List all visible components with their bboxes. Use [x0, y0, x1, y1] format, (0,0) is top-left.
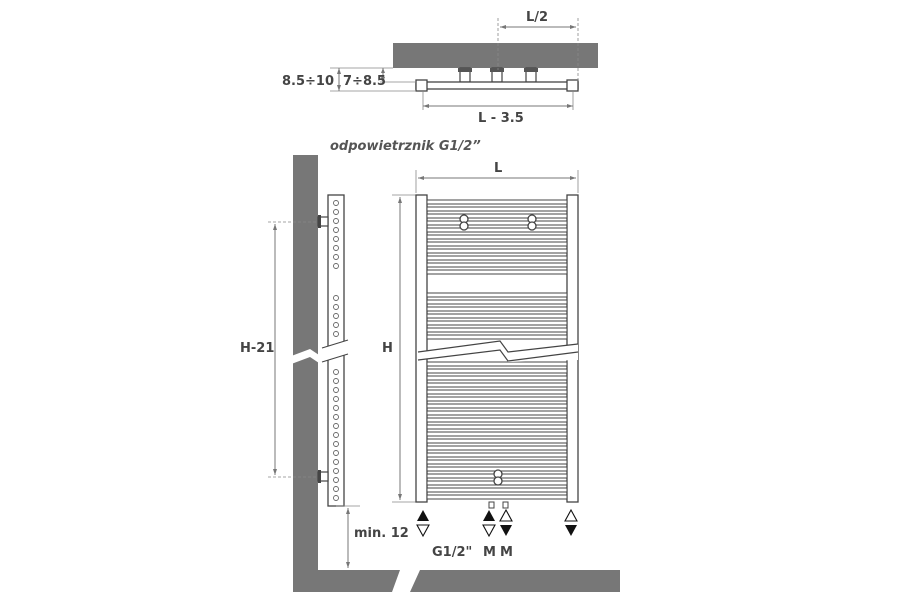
- connection-nipple-left: [488, 501, 495, 509]
- front-view: L H: [382, 161, 579, 509]
- top-collector-right: [566, 79, 579, 92]
- triangle-outline-up-icon: [564, 508, 578, 522]
- connection-thread-label: G1/2": [432, 545, 472, 560]
- triangle-filled-up-icon: [417, 510, 429, 521]
- dim-depth-inner-label: 7÷8.5: [343, 74, 386, 89]
- m-label-right: M: [500, 545, 513, 560]
- mounting-clip-right: [527, 214, 537, 231]
- mounting-clip-left: [459, 214, 469, 231]
- top-wall: [393, 43, 598, 68]
- top-radiator-body: [415, 81, 579, 90]
- mounting-clip-bottom: [493, 469, 503, 486]
- triangle-outline-down-icon: [416, 524, 430, 538]
- dim-length-minus-label: L - 3.5: [478, 111, 524, 126]
- floor: [410, 570, 620, 592]
- triangle-filled-down-icon: [500, 525, 512, 536]
- connection-nipple-right: [502, 501, 509, 509]
- vent-label: odpowietrznik G1/2”: [330, 139, 481, 154]
- side-bar-ends: [333, 200, 339, 501]
- flow-symbols: G1/2" M M: [416, 508, 578, 560]
- top-collector-left: [415, 79, 428, 92]
- dim-axis-height-label: H-21: [240, 341, 274, 356]
- dim-half-length-label: L/2: [526, 10, 548, 25]
- triangle-outline-down-icon: [482, 524, 496, 538]
- m-label-left: M: [483, 545, 496, 560]
- left-collector: [415, 194, 428, 503]
- top-view: L/2 L - 3.5 8.5÷10 7÷8.5: [282, 10, 598, 126]
- horizontal-bars: [426, 199, 568, 500]
- triangle-filled-down-icon: [565, 525, 577, 536]
- triangle-filled-up-icon: [483, 510, 495, 521]
- side-view: H-21 min. 12 odpowietrznik G1/2”: [240, 139, 620, 592]
- side-wall: [293, 155, 400, 592]
- dim-length-label: L: [494, 161, 502, 176]
- dim-depth-outer-label: 8.5÷10: [282, 74, 334, 89]
- dim-height-label: H: [382, 341, 393, 356]
- dim-min-floor-label: min. 12: [354, 526, 409, 541]
- triangle-outline-up-icon: [499, 508, 513, 522]
